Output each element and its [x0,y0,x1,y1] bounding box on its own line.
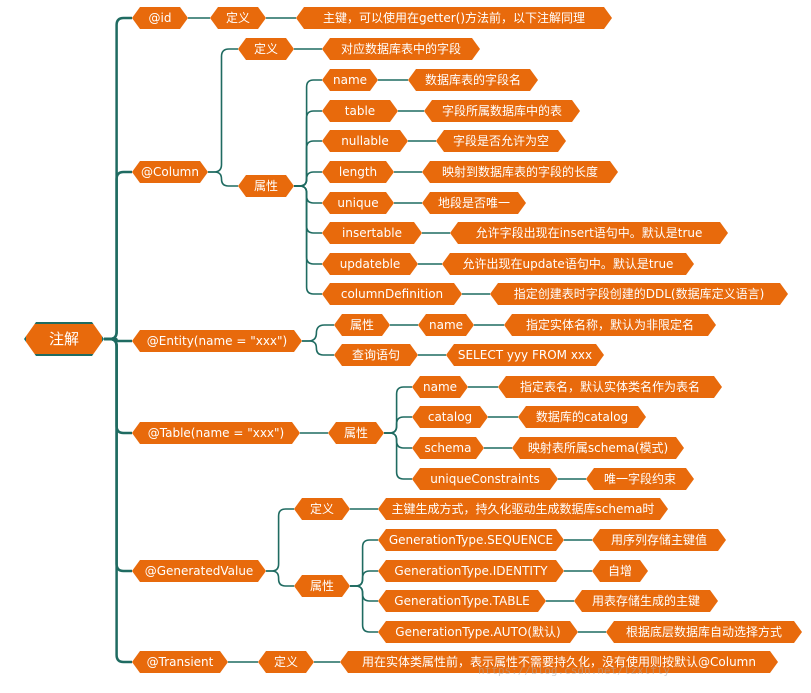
node-table-name[interactable]: name [412,376,468,398]
node-column-table-desc[interactable]: 字段所属数据库中的表 [424,100,580,122]
node-table-schema[interactable]: schema [412,437,484,459]
connector-node-column-attributes-to-node-column-unique [294,185,322,204]
node-transient-definition-text[interactable]: 用在实体类属性前，表示属性不需要持久化，没有使用则按默认@Column [340,651,778,673]
node-entity-query-text[interactable]: SELECT yyy FROM xxx [446,344,604,366]
node-column-name[interactable]: name [322,69,378,91]
node-generation-table-desc[interactable]: 用表存储生成的主键 [574,590,718,612]
node-table-attributes[interactable]: 属性 [328,422,384,444]
node-entity-attributes[interactable]: 属性 [334,314,390,336]
node-transient-definition[interactable]: 定义 [258,651,314,673]
connector-node-column-to-node-column-definition [208,48,238,173]
node-generation-identity-desc[interactable]: 自增 [592,560,648,582]
node-column-attributes[interactable]: 属性 [238,175,294,197]
node-generated-value[interactable]: @GeneratedValue [132,560,266,582]
node-generated-definition-text[interactable]: 主键生成方式，持久化驱动生成数据库schema时 [378,498,668,520]
node-table-catalog[interactable]: catalog [412,406,488,428]
connector-node-table-attributes-to-node-table-name [384,386,412,434]
node-column-insertable[interactable]: insertable [322,222,422,244]
node-generation-table[interactable]: GenerationType.TABLE [378,590,546,612]
node-column-nullable-desc[interactable]: 字段是否允许为空 [436,130,566,152]
connector-node-table-attributes-to-node-table-catalog [384,416,412,434]
node-table-name-desc[interactable]: 指定表名，默认实体类名作为表名 [498,376,722,398]
node-generation-auto-desc[interactable]: 根据底层数据库自动选择方式 [606,621,802,643]
root-node[interactable]: 注解 [24,322,104,356]
node-column-length[interactable]: length [322,161,394,183]
connector-node-column-attributes-to-node-column-nullable [294,140,322,187]
connector-node-entity-to-node-entity-query [302,340,334,356]
node-entity-query[interactable]: 查询语句 [334,344,418,366]
node-transient[interactable]: @Transient [132,651,228,673]
connector-node-generated-attributes-to-node-generation-identity [350,570,378,587]
node-column-definition-attr[interactable]: columnDefinition [322,283,462,305]
connector-node-column-to-node-column-attributes [208,171,238,187]
connector-root-node-to-node-table [104,337,132,435]
connector-root-node-to-node-entity [104,337,132,343]
connector-node-table-attributes-to-node-table-schema [384,432,412,449]
connector-node-generated-value-to-node-generated-definition [266,508,294,572]
connector-node-generated-value-to-node-generated-attributes [266,570,294,587]
connector-node-table-attributes-to-node-table-unique-constraints [384,432,412,480]
node-column-updateble[interactable]: updateble [322,253,418,275]
node-generation-identity[interactable]: GenerationType.IDENTITY [378,560,564,582]
node-table-catalog-desc[interactable]: 数据库的catalog [518,406,646,428]
node-column-updateble-desc[interactable]: 允许出现在update语句中。默认是true [442,253,694,275]
node-generation-sequence-desc[interactable]: 用序列存储主键值 [592,529,726,551]
node-generation-auto[interactable]: GenerationType.AUTO(默认) [378,621,578,643]
node-table-schema-desc[interactable]: 映射表所属schema(模式) [512,437,684,459]
connector-root-node-to-node-column [104,170,132,341]
connector-node-generated-attributes-to-node-generation-table [350,585,378,602]
node-table-unique-constraints[interactable]: uniqueConstraints [412,468,558,490]
node-entity[interactable]: @Entity(name = "xxx") [132,330,302,352]
connector-root-node-to-node-id [104,16,132,341]
connector-node-entity-to-node-entity-attributes [302,324,334,342]
node-id-definition[interactable]: 定义 [210,7,266,29]
node-entity-name[interactable]: name [418,314,474,336]
connector-node-column-attributes-to-node-column-insertable [294,185,322,234]
node-column-nullable[interactable]: nullable [322,130,408,152]
node-entity-name-desc[interactable]: 指定实体名称，默认为非限定名 [504,314,716,336]
connector-node-column-attributes-to-node-column-name [294,79,322,187]
node-generation-sequence[interactable]: GenerationType.SEQUENCE [378,529,564,551]
node-column-length-desc[interactable]: 映射到数据库表的字段的长度 [422,161,618,183]
node-column-table[interactable]: table [322,100,398,122]
node-column-unique[interactable]: unique [322,192,394,214]
node-column-insertable-desc[interactable]: 允许字段出现在insert语句中。默认是true [450,222,728,244]
watermark: https://blog.csdn.net/lzxlfly [478,664,671,677]
node-id[interactable]: @id [132,7,188,29]
node-column[interactable]: @Column [132,161,208,183]
node-generated-attributes[interactable]: 属性 [294,575,350,597]
node-column-definition-text[interactable]: 对应数据库表中的字段 [322,38,480,60]
node-table[interactable]: @Table(name = "xxx") [132,422,300,444]
connector-node-column-attributes-to-node-column-length [294,171,322,187]
node-column-name-desc[interactable]: 数据库表的字段名 [408,69,538,91]
connector-node-column-attributes-to-node-column-updateble [294,185,322,265]
node-generated-definition[interactable]: 定义 [294,498,350,520]
connector-node-generated-attributes-to-node-generation-auto [350,585,378,633]
node-table-unique-constraints-desc[interactable]: 唯一字段约束 [586,468,694,490]
connector-root-node-to-node-transient [104,337,132,664]
connector-node-column-attributes-to-node-column-definition-attr [294,185,322,295]
node-column-definition[interactable]: 定义 [238,38,294,60]
connector-root-node-to-node-generated-value [104,337,132,573]
connector-node-generated-attributes-to-node-generation-sequence [350,539,378,587]
node-id-definition-text[interactable]: 主键，可以使用在getter()方法前，以下注解同理 [296,7,612,29]
node-column-unique-desc[interactable]: 地段是否唯一 [422,192,526,214]
node-column-definition-attr-desc[interactable]: 指定创建表时字段创建的DDL(数据库定义语言) [490,283,788,305]
